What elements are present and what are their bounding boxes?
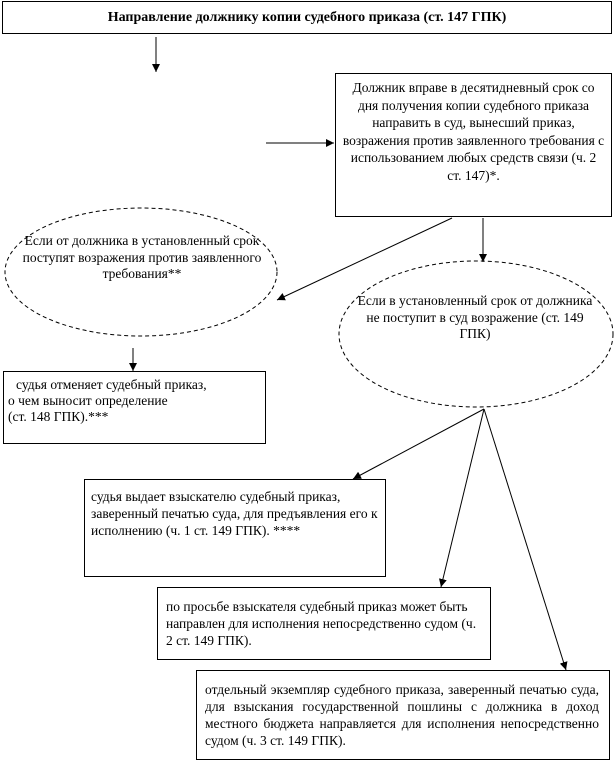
oval-objections-text: Если от должника в установленный срок по…	[22, 233, 262, 281]
cancel-order-line: (ст. 148 ГПК).***	[8, 409, 109, 424]
oval-no-objections-text: Если в установленный срок от должника не…	[357, 293, 593, 341]
title-box: Направление должнику копии судебного при…	[2, 1, 612, 34]
issue-to-claimant-box: судья выдает взыскателю судебный приказ,…	[84, 479, 386, 577]
court-direct-box: по просьбе взыскателя судебный приказ мо…	[157, 587, 491, 660]
oval-no-objections-shape	[338, 260, 614, 408]
arrow-to-oval-objections	[276, 217, 453, 301]
cancel-order-box: судья отменяет судебный приказ, о чем вы…	[3, 371, 266, 444]
state-duty-box: отдельный экземпляр судебного приказа, з…	[196, 670, 610, 760]
debtor-right-box: Должник вправе в десятидневный срок со д…	[335, 73, 612, 217]
cancel-order-line: о чем выносит определение	[8, 393, 168, 408]
arrow-to-court-direct-box	[438, 408, 485, 588]
cancel-order-line: судья отменяет судебный приказ,	[16, 377, 207, 392]
oval-objections-shape	[4, 207, 278, 337]
arrow-to-issue-box	[352, 408, 485, 480]
arrow-to-state-duty-box	[483, 408, 568, 671]
